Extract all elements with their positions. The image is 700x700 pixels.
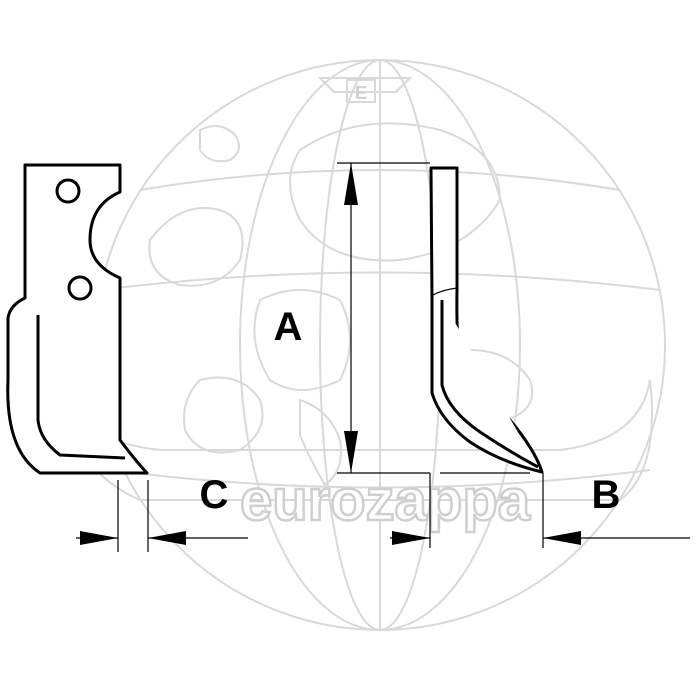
dimension-a-arrow-top — [344, 163, 358, 205]
bolt-hole-upper — [55, 178, 81, 204]
map-landmass-6 — [299, 398, 342, 487]
dimension-c: C — [76, 473, 248, 552]
map-landmass-3 — [289, 122, 502, 262]
watermark-logo-letter: E — [355, 83, 367, 103]
map-landmass-1 — [199, 125, 240, 163]
dimension-b: B — [390, 472, 690, 548]
blade-side-view — [429, 166, 544, 474]
globe-parallel-1 — [139, 169, 621, 191]
dimension-a-label: A — [274, 305, 303, 349]
blade-front-bevel — [36, 315, 126, 460]
dimension-b-arrow-right — [543, 531, 581, 545]
dimension-b-arrow-left — [392, 531, 430, 545]
blade-front-view — [6, 163, 149, 475]
map-landmass-2 — [148, 207, 244, 287]
watermark-brand-text: eurozappa — [240, 468, 531, 533]
dimension-c-arrow-right — [148, 531, 186, 545]
bolt-hole-lower — [67, 275, 93, 301]
watermark-logo: E — [317, 77, 413, 103]
dimension-a: A — [274, 162, 430, 474]
dimension-c-arrow-left — [80, 531, 118, 545]
dimension-b-label: B — [592, 473, 621, 517]
globe-parallel-3 — [109, 469, 651, 489]
globe-parallel-2 — [99, 271, 661, 291]
map-landmass-4 — [253, 289, 351, 391]
map-landmass-5 — [183, 376, 264, 454]
watermark-globe: E eurozappa — [54, 59, 666, 631]
dimension-c-label: C — [200, 473, 229, 517]
blade-side-edge — [440, 300, 539, 469]
dimension-a-arrow-bottom — [344, 431, 358, 473]
